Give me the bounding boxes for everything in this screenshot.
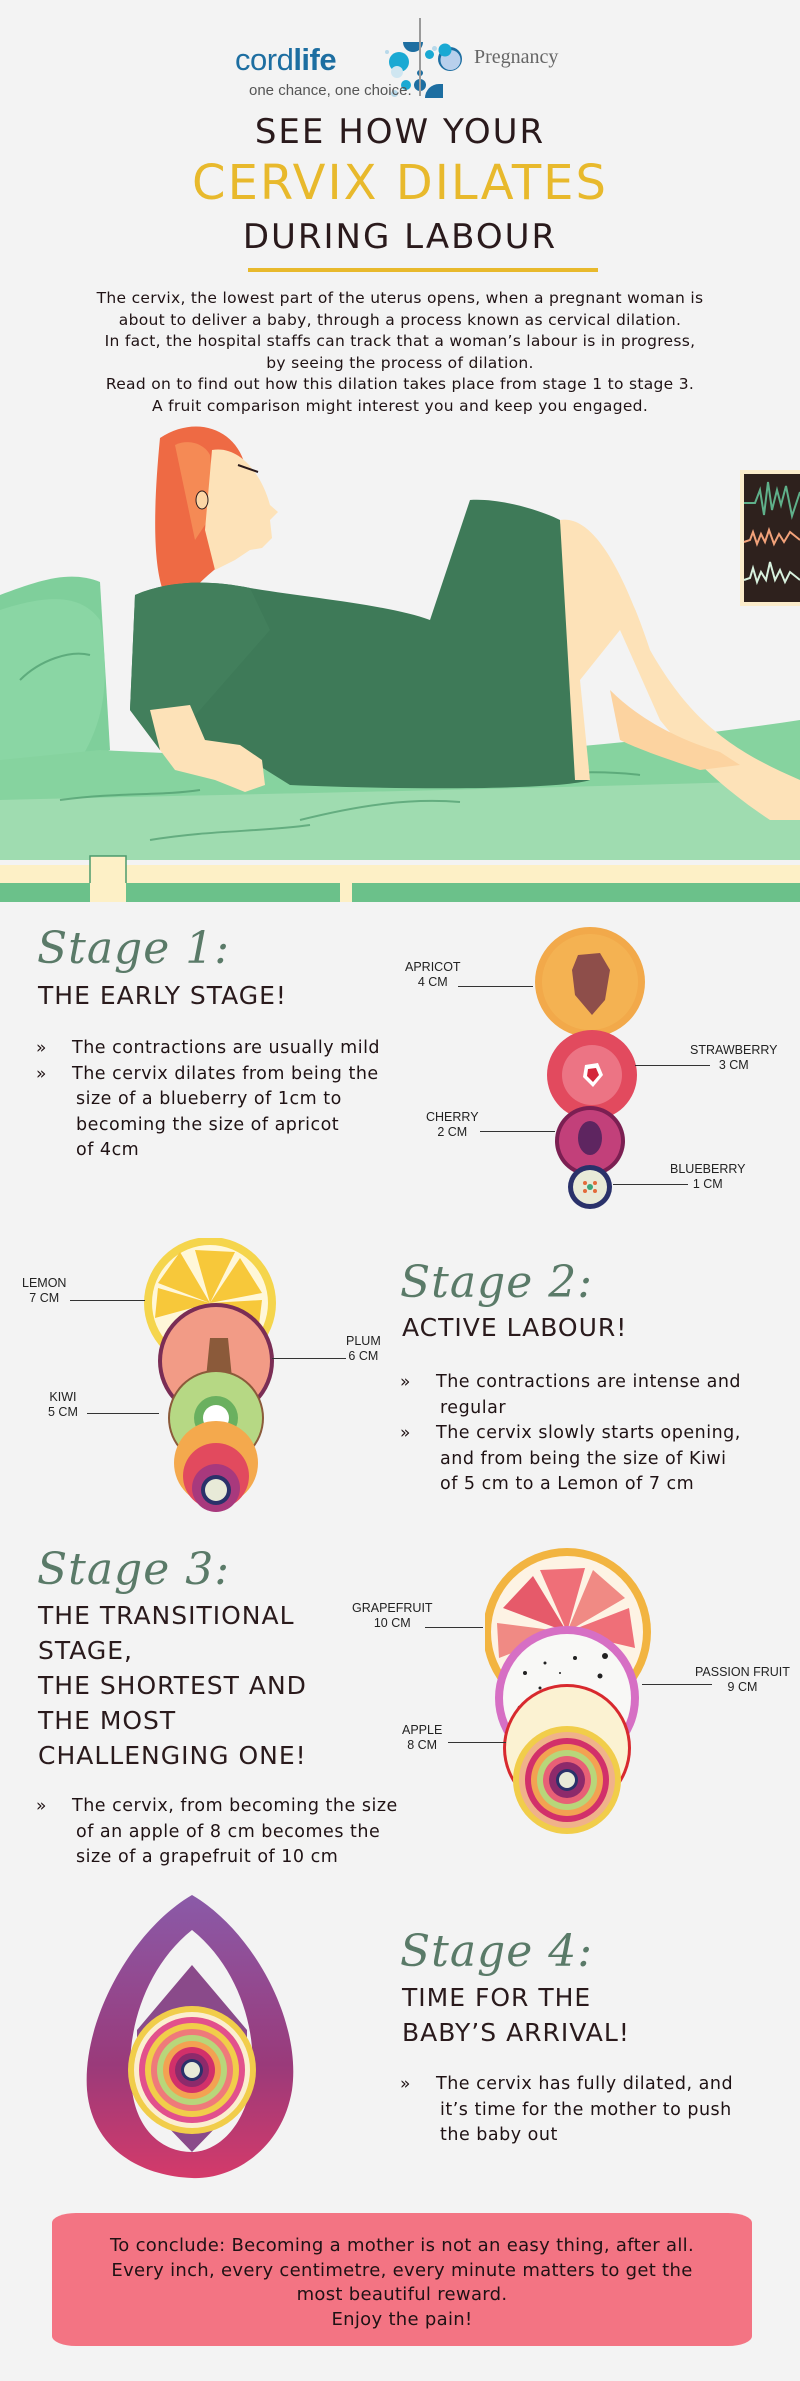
- title-line-3: DURING LABOUR: [242, 217, 558, 257]
- stage-3-subtitle: THE TRANSITIONAL STAGE, THE SHORTEST AND…: [38, 1601, 307, 1770]
- conclusion-line: most beautiful reward.: [296, 2284, 508, 2305]
- stage-4-subtitle: TIME FOR THE BABY’S ARRIVAL!: [402, 1983, 630, 2047]
- bullet-item: »The contractions are usually mild: [36, 1036, 426, 1062]
- chevron-icon: »: [400, 1372, 411, 1392]
- header-divider: [419, 18, 421, 96]
- leader-line: [642, 1684, 712, 1685]
- pregnant-woman-illustration: [0, 426, 800, 902]
- cherry-icon: [555, 1106, 625, 1176]
- cordlife-logo: cordlife one chance, one choice.: [235, 22, 443, 99]
- stage-1-bullets: »The contractions are usually mild »The …: [36, 1036, 426, 1164]
- strawberry-icon: [547, 1030, 637, 1120]
- pregnancy-logo: Pregnancy: [432, 40, 572, 80]
- concentric-fruits-icon: [128, 2006, 256, 2134]
- title-line-2: CERVIX DILATES: [192, 155, 608, 211]
- leader-line: [448, 1742, 506, 1743]
- stage-3-heading: Stage 3:: [37, 1544, 231, 1595]
- page-title: SEE HOW YOUR CERVIX DILATES DURING LABOU…: [0, 110, 800, 260]
- chevron-icon: »: [36, 1796, 47, 1816]
- header: cordlife one chance, one choice. Pregnan…: [0, 0, 800, 105]
- chevron-icon: »: [400, 2074, 411, 2094]
- stage-3-fruits-illustration: [485, 1548, 651, 1834]
- leader-line: [425, 1627, 483, 1628]
- leader-line: [70, 1300, 145, 1301]
- conclusion-line: To conclude: Becoming a mother is not an…: [110, 2235, 694, 2256]
- intro-line: by seeing the process of dilation.: [266, 353, 534, 372]
- conclusion-banner: To conclude: Becoming a mother is not an…: [52, 2213, 752, 2346]
- hero-illustration: [0, 420, 800, 902]
- brand-name: cordlife: [235, 42, 337, 77]
- chevron-icon: »: [400, 1423, 411, 1443]
- intro-paragraph: The cervix, the lowest part of the uteru…: [30, 288, 770, 417]
- title-underline: [248, 268, 598, 272]
- nested-fruits-icon: [513, 1726, 621, 1834]
- stage-2-heading: Stage 2:: [400, 1257, 594, 1308]
- intro-line: The cervix, the lowest part of the uteru…: [96, 289, 704, 307]
- intro-line: Read on to find out how this dilation ta…: [105, 375, 695, 393]
- stage-1-fruits-illustration: [535, 927, 645, 1209]
- leader-line: [480, 1131, 555, 1132]
- leader-line: [272, 1358, 346, 1359]
- intro-line: about to deliver a baby, through a proce…: [118, 310, 682, 329]
- blueberry-icon: [568, 1165, 612, 1209]
- leader-line: [87, 1413, 159, 1414]
- heart-monitor-icon: [740, 470, 800, 606]
- brand-tagline: one chance, one choice.: [249, 82, 412, 99]
- conclusion-line: Enjoy the pain!: [331, 2308, 473, 2330]
- stage-1-heading: Stage 1:: [37, 923, 231, 974]
- stage-1-subtitle: THE EARLY STAGE!: [38, 981, 287, 1010]
- title-line-1: SEE HOW YOUR: [254, 112, 546, 152]
- leader-line: [635, 1065, 710, 1066]
- partner-name: Pregnancy: [474, 46, 559, 68]
- stage-2-fruits-illustration: [144, 1238, 276, 1512]
- intro-line: A fruit comparison might interest you an…: [151, 396, 649, 415]
- chevron-icon: »: [36, 1038, 47, 1058]
- apricot-icon: [535, 927, 645, 1037]
- chevron-icon: »: [36, 1063, 47, 1084]
- leader-line: [613, 1184, 688, 1185]
- conclusion-line: Every inch, every centimetre, every minu…: [111, 2259, 693, 2281]
- stage-2-subtitle: ACTIVE LABOUR!: [402, 1313, 628, 1342]
- pregnancy-icon: [438, 43, 462, 71]
- leader-line: [458, 986, 533, 987]
- intro-line: In fact, the hospital staffs can track t…: [104, 332, 696, 350]
- stage-4-dilated-cervix-illustration: [86, 1895, 294, 2179]
- nested-small-fruits-icon: [174, 1421, 258, 1512]
- stage-4-heading: Stage 4:: [400, 1926, 594, 1977]
- bullet-item: »The cervix slowly starts opening,and fr…: [400, 1423, 741, 1494]
